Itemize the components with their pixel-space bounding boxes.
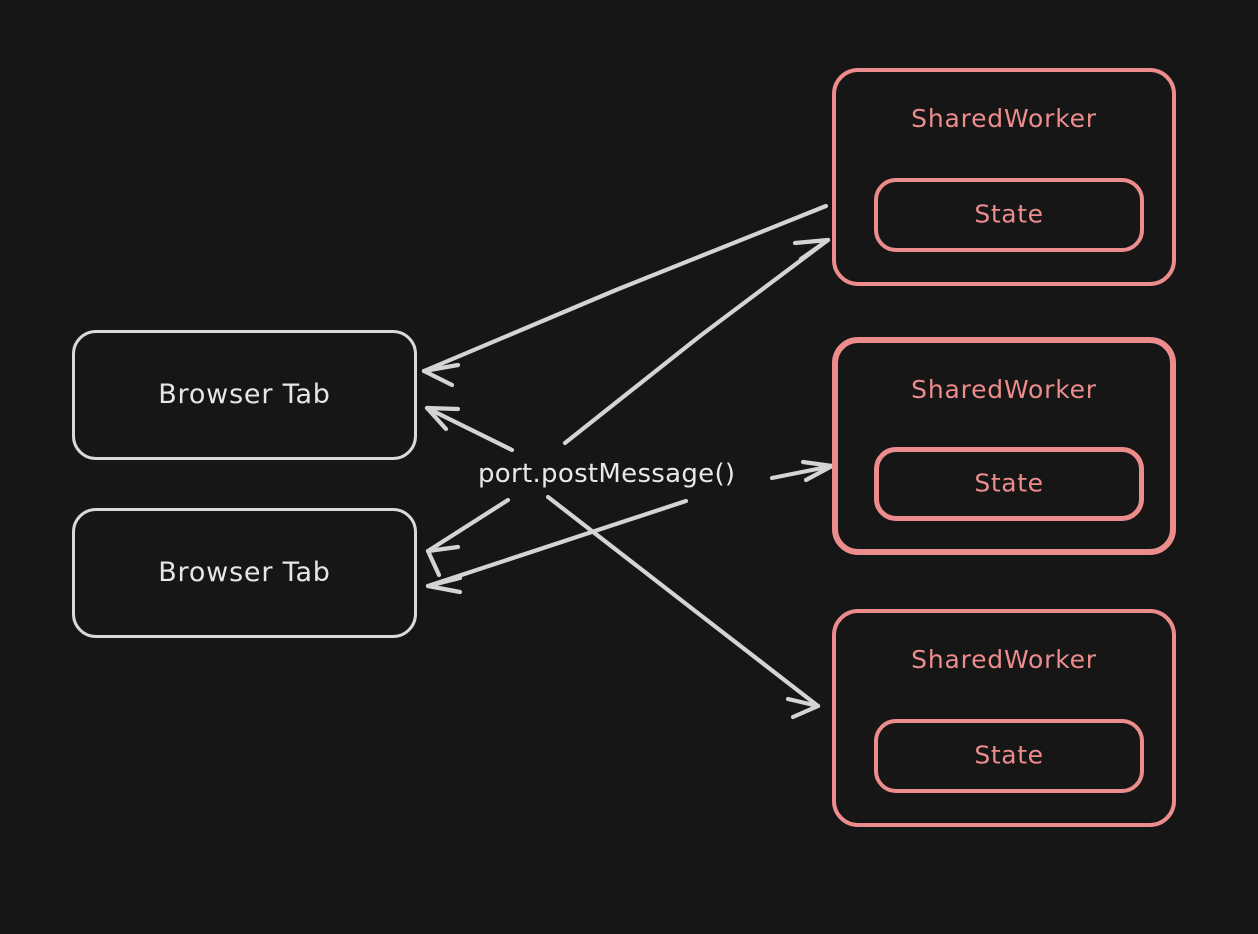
browser-tab-1[interactable]: Browser Tab [72,330,417,460]
browser-tab-2-label: Browser Tab [158,556,331,588]
sharedworker-1-state-label: State [974,199,1044,229]
browser-tab-2[interactable]: Browser Tab [72,508,417,638]
sharedworker-3[interactable]: SharedWorker State [832,609,1176,827]
arrow-hub-to-tab1 [424,405,515,453]
sharedworker-2-title: SharedWorker [911,375,1097,404]
sharedworker-3-state-box[interactable]: State [874,719,1144,793]
arrow-hub-to-worker2 [769,459,835,483]
sharedworker-2[interactable]: SharedWorker State [832,337,1176,555]
arrow-hub-to-worker1 [562,237,831,446]
arrow-worker1-to-tab1 [421,203,829,388]
arrow-worker3-to-tab2 [425,498,689,595]
arrow-hub-to-tab2 [425,497,511,578]
sharedworker-1[interactable]: SharedWorker State [832,68,1176,286]
browser-tab-1-label: Browser Tab [158,378,331,410]
sharedworker-3-state-label: State [974,740,1044,770]
sharedworker-2-state-box[interactable]: State [874,447,1144,521]
sharedworker-1-state-box[interactable]: State [874,178,1144,252]
arrow-hub-to-worker3 [545,494,821,720]
sharedworker-1-title: SharedWorker [911,104,1097,133]
edge-label-post-message: port.postMessage() [478,459,736,489]
sharedworker-2-state-label: State [974,468,1044,498]
sharedworker-3-title: SharedWorker [911,645,1097,674]
